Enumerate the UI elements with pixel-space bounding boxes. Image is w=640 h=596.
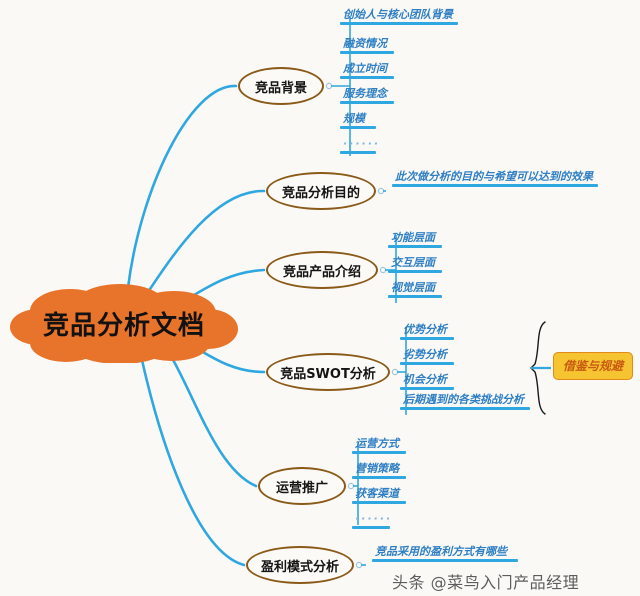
leaf-item-label: 视觉层面 <box>391 281 435 294</box>
watermark: 头条 @菜鸟入门产品经理 <box>392 573 580 592</box>
leaf-item-label: 服务理念 <box>343 87 387 100</box>
leaf-item-operations-0[interactable]: 运营方式 <box>352 437 406 454</box>
leaf-item-underline <box>392 184 598 187</box>
central-node[interactable]: 竞品分析文档 <box>8 283 240 363</box>
branch-node-operations[interactable]: 运营推广 <box>258 467 346 505</box>
leaf-item-underline <box>340 76 394 79</box>
leaf-item-label: 劣势分析 <box>403 348 447 361</box>
branch-connector-dot-background <box>325 82 333 90</box>
branch-node-product[interactable]: 竞品产品介绍 <box>266 251 378 289</box>
leaf-item-underline <box>340 101 394 104</box>
leaf-item-operations-3[interactable]: ······ <box>352 512 390 529</box>
branch-node-background[interactable]: 竞品背景 <box>238 67 324 105</box>
branch-node-swot[interactable]: 竞品SWOT分析 <box>266 353 390 391</box>
leaf-item-profit-0[interactable]: 竞品采用的盈利方式有哪些 <box>372 545 518 562</box>
branch-node-label: 竞品分析目的 <box>281 185 360 201</box>
branch-node-profit[interactable]: 盈利模式分析 <box>246 546 354 584</box>
leaf-item-underline <box>352 526 390 529</box>
branch-node-label: 竞品产品介绍 <box>282 264 361 280</box>
leaf-item-swot-3[interactable]: 后期遇到的各类挑战分析 <box>400 393 530 410</box>
leaf-item-background-3[interactable]: 服务理念 <box>340 87 394 104</box>
highlight-box-reference-and-avoidance[interactable]: 借鉴与规避 <box>553 352 634 380</box>
leaf-item-underline <box>352 501 406 504</box>
leaf-item-operations-1[interactable]: 营销策略 <box>352 462 406 479</box>
leaf-item-label: 获客渠道 <box>355 487 399 500</box>
leaf-item-label: 成立时间 <box>343 62 387 75</box>
branch-connector-dot-swot <box>391 368 399 376</box>
leaf-item-underline <box>400 337 454 340</box>
leaf-item-label: 机会分析 <box>403 373 447 386</box>
leaf-item-label: 此次做分析的目的与希望可以达到的效果 <box>395 170 593 183</box>
leaf-item-label: 交互层面 <box>391 256 435 269</box>
leaf-item-underline <box>372 559 518 562</box>
leaf-item-label: 规模 <box>343 112 365 125</box>
connector-center-to-background <box>126 84 238 290</box>
leaf-item-purpose-0[interactable]: 此次做分析的目的与希望可以达到的效果 <box>392 170 598 187</box>
leaf-item-swot-1[interactable]: 劣势分析 <box>400 348 454 365</box>
leaf-item-underline <box>352 451 406 454</box>
branch-node-purpose[interactable]: 竞品分析目的 <box>266 172 376 210</box>
leaf-item-background-1[interactable]: 融资情况 <box>340 37 394 54</box>
leaf-item-label: 后期遇到的各类挑战分析 <box>403 393 524 406</box>
branch-node-label: 运营推广 <box>275 480 328 496</box>
leaf-item-underline <box>340 51 394 54</box>
leaf-item-underline <box>388 270 442 273</box>
branch-node-label: 盈利模式分析 <box>260 559 339 575</box>
leaf-item-label: 营销策略 <box>355 462 399 475</box>
leaf-item-underline <box>340 22 458 25</box>
leaf-item-label: 功能层面 <box>391 231 435 244</box>
branch-node-label: 竞品SWOT分析 <box>280 366 376 382</box>
branch-connector-dot-profit <box>355 561 363 569</box>
leaf-item-operations-2[interactable]: 获客渠道 <box>352 487 406 504</box>
leaf-item-label: 创始人与核心团队背景 <box>343 8 453 21</box>
leaf-item-label: 竞品采用的盈利方式有哪些 <box>375 545 507 558</box>
branch-node-label: 竞品背景 <box>254 80 307 96</box>
leaf-item-label: 融资情况 <box>343 37 387 50</box>
leaf-item-product-2[interactable]: 视觉层面 <box>388 281 442 298</box>
branch-connector-dot-product <box>379 266 387 274</box>
branch-connector-dot-purpose <box>377 187 385 195</box>
leaf-item-underline <box>352 476 406 479</box>
leaf-item-swot-0[interactable]: 优势分析 <box>400 323 454 340</box>
leaf-item-underline <box>388 245 442 248</box>
leaf-item-underline <box>400 387 454 390</box>
leaf-item-swot-2[interactable]: 机会分析 <box>400 373 454 390</box>
leaf-item-underline <box>340 151 376 154</box>
leaf-item-background-5[interactable]: ······ <box>340 137 381 154</box>
leaf-item-underline <box>400 362 454 365</box>
leaf-item-background-4[interactable]: 规模 <box>340 112 376 129</box>
leaf-item-product-0[interactable]: 功能层面 <box>388 231 442 248</box>
leaf-item-label: 优势分析 <box>403 323 447 336</box>
leaf-item-product-1[interactable]: 交互层面 <box>388 256 442 273</box>
leaf-item-underline <box>400 407 530 410</box>
leaf-item-background-2[interactable]: 成立时间 <box>340 62 394 79</box>
leaf-item-label: ······ <box>355 512 393 525</box>
central-node-label: 竞品分析文档 <box>42 310 205 341</box>
cloud-icon <box>10 284 238 363</box>
leaf-item-label: 运营方式 <box>355 437 399 450</box>
leaf-item-label: ······ <box>343 137 381 150</box>
leaf-item-underline <box>388 295 442 298</box>
connector-center-to-purpose <box>144 189 266 297</box>
leaf-item-underline <box>340 126 376 129</box>
leaf-item-background-0[interactable]: 创始人与核心团队背景 <box>340 8 458 25</box>
connector-center-to-operations <box>170 356 258 488</box>
connector-center-to-profit <box>140 358 246 567</box>
